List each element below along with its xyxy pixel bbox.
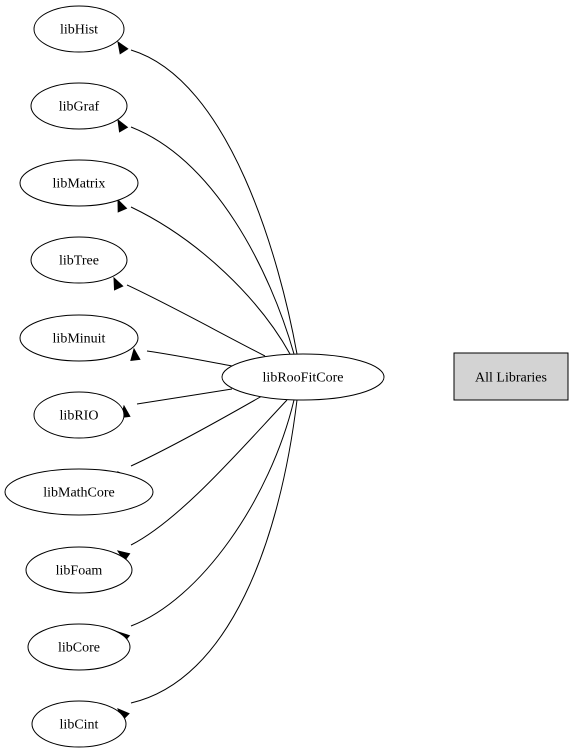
node-libcore-label: libCore	[58, 641, 100, 656]
edge-librio	[120, 388, 233, 419]
edge-line-libcint	[130, 399, 298, 704]
edge-libmatrix	[117, 198, 291, 355]
node-libmatrix-label: libMatrix	[53, 177, 106, 192]
edge-libminuit	[130, 347, 233, 367]
node-libtree-label: libTree	[59, 254, 99, 269]
edge-line-libcore	[130, 399, 295, 627]
node-libminuit-ellipse	[19, 314, 139, 362]
node-libmathcore[interactable]: libMathCore	[4, 468, 154, 516]
node-libcore[interactable]: libCore	[27, 623, 131, 671]
edge-libgraf	[117, 118, 295, 355]
node-libhist[interactable]: libHist	[33, 5, 125, 53]
edge-libcore	[116, 399, 295, 644]
node-libfoam[interactable]: libFoam	[25, 546, 133, 594]
all-libraries-label: All Libraries	[475, 371, 547, 386]
node-libfoam-ellipse	[25, 546, 133, 594]
edge-libtree	[113, 276, 266, 357]
edges-layer	[113, 40, 298, 721]
node-libtree-ellipse	[30, 236, 128, 284]
node-libgraf-label: libGraf	[59, 100, 100, 115]
edge-line-librio	[136, 388, 233, 405]
arrowhead-libtree	[113, 276, 124, 291]
node-libmathcore-ellipse	[4, 468, 154, 516]
node-librio-label: libRIO	[60, 409, 99, 424]
edge-line-libgraf	[130, 126, 295, 355]
nodes-layer: libRooFitCore All Libraries libHist libGr…	[4, 5, 569, 748]
node-libminuit-label: libMinuit	[53, 332, 106, 347]
node-libmatrix[interactable]: libMatrix	[19, 159, 139, 207]
edge-libmathcore	[117, 395, 263, 484]
edge-line-libmatrix	[130, 206, 291, 355]
node-libcint-label: libCint	[60, 718, 99, 733]
node-libhist-ellipse	[33, 5, 125, 53]
node-libgraf[interactable]: libGraf	[30, 82, 128, 130]
node-librooficore-label: libRooFitCore	[263, 371, 344, 386]
edge-line-libfoam	[130, 399, 288, 546]
edge-libcint	[117, 399, 298, 721]
edge-line-libhist	[130, 49, 298, 355]
node-libmathcore-label: libMathCore	[43, 486, 115, 501]
node-libhist-label: libHist	[60, 23, 98, 38]
node-libmatrix-ellipse	[19, 159, 139, 207]
node-libgraf-ellipse	[30, 82, 128, 130]
arrowhead-libhist	[117, 40, 129, 55]
edge-line-libminuit	[146, 350, 233, 367]
edge-line-libtree	[126, 284, 266, 357]
node-libcore-ellipse	[27, 623, 131, 671]
edge-libhist	[117, 40, 298, 355]
node-libcint-ellipse	[31, 700, 127, 748]
node-librio[interactable]: libRIO	[33, 391, 125, 439]
node-libfoam-label: libFoam	[56, 564, 103, 579]
node-librooficore[interactable]: libRooFitCore	[221, 353, 385, 401]
arrowhead-libminuit	[130, 347, 141, 362]
all-libraries-box[interactable]: All Libraries	[453, 352, 569, 401]
edge-line-libmathcore	[130, 395, 263, 467]
node-libtree[interactable]: libTree	[30, 236, 128, 284]
node-libminuit[interactable]: libMinuit	[19, 314, 139, 362]
arrowhead-libgraf	[117, 118, 129, 133]
arrowhead-libmatrix	[117, 198, 128, 213]
node-librio-ellipse	[33, 391, 125, 439]
node-libcint[interactable]: libCint	[31, 700, 127, 748]
